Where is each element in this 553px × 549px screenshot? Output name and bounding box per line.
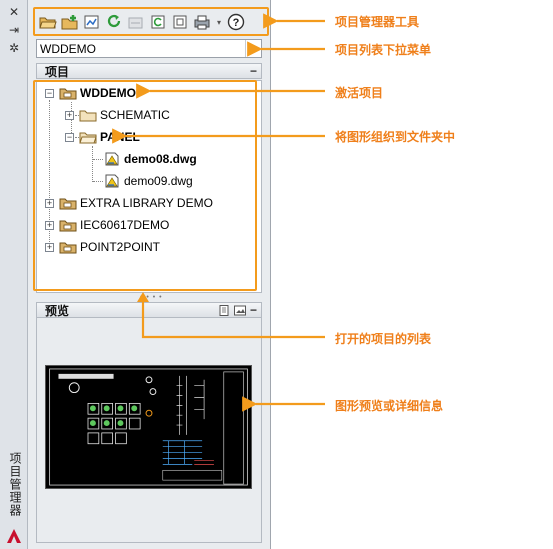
update-button[interactable] — [126, 12, 146, 32]
callout-toolbar: 项目管理器工具 — [335, 15, 420, 29]
open-folder-icon — [39, 17, 57, 29]
project-tree: − WDDEMO + SCHEMATIC − PANEL — [36, 80, 262, 293]
plot-button[interactable] — [192, 12, 212, 32]
tree-item-point2point[interactable]: + POINT2POINT — [45, 238, 160, 256]
tree-connector — [93, 159, 103, 160]
tree-connector — [93, 181, 103, 182]
new-drawing-icon — [84, 15, 99, 29]
project-task-list-button[interactable] — [170, 12, 190, 32]
plot-icon — [194, 15, 210, 30]
callout-preview: 图形预览或详细信息 — [335, 399, 444, 413]
tree-connector — [75, 137, 83, 138]
tree-item-label: WDDEMO — [80, 86, 136, 100]
tree-item-demo09[interactable]: demo09.dwg — [103, 172, 193, 190]
tree-connector — [92, 146, 93, 182]
collapse-projects-button[interactable]: − — [249, 64, 257, 78]
callout-open-projects: 打开的项目的列表 — [335, 332, 432, 346]
refresh-icon — [107, 14, 121, 28]
more-tools-dropdown[interactable]: ▾ — [216, 17, 221, 27]
drawing-file-icon — [105, 152, 119, 166]
preview-section-title: 预览 — [45, 303, 70, 318]
close-icon[interactable]: ✕ — [8, 5, 20, 19]
project-manager-toolbar: ▾ ? — [34, 8, 258, 36]
tree-connector — [49, 100, 50, 248]
preview-pane — [36, 318, 262, 543]
callout-active-project: 激活项目 — [335, 86, 384, 100]
update-disabled-icon — [128, 17, 143, 29]
tree-item-label: POINT2POINT — [80, 240, 161, 254]
new-drawing-button[interactable] — [82, 12, 102, 32]
tree-highlight-frame — [33, 80, 257, 291]
tree-connector — [71, 102, 72, 139]
tag-update-icon — [151, 15, 165, 29]
help-button[interactable]: ? — [226, 12, 246, 32]
help-icon: ? — [227, 13, 245, 31]
svg-text:?: ? — [233, 17, 240, 29]
pane-splitter-handle[interactable]: • • • • — [140, 294, 163, 301]
details-view-icon[interactable] — [219, 304, 230, 316]
project-icon — [59, 88, 77, 100]
drawing-thumbnail[interactable] — [45, 365, 252, 489]
preview-section-header[interactable]: 预览 − — [36, 302, 262, 318]
expand-icon[interactable]: + — [45, 198, 54, 208]
open-project-button[interactable] — [38, 12, 58, 32]
auto-hide-icon[interactable]: ⇥ — [8, 23, 20, 37]
collapse-preview-button[interactable]: − — [249, 303, 257, 317]
tree-item-label: demo08.dwg — [124, 152, 197, 166]
tree-item-label: demo09.dwg — [124, 174, 193, 188]
tree-item-label: EXTRA LIBRARY DEMO — [80, 196, 213, 210]
project-icon — [59, 220, 77, 232]
callout-dropdown: 项目列表下拉菜单 — [335, 43, 432, 57]
refresh-button[interactable] — [104, 12, 124, 32]
project-icon — [59, 198, 77, 210]
new-project-icon — [61, 15, 78, 30]
collapse-icon[interactable]: − — [45, 88, 54, 98]
tree-item-wddemo[interactable]: − WDDEMO — [45, 84, 136, 102]
tree-connector — [75, 115, 83, 116]
properties-icon[interactable]: ✲ — [8, 41, 20, 55]
task-list-icon — [173, 15, 187, 29]
tag-update-button[interactable] — [148, 12, 168, 32]
preview-view-icon[interactable] — [233, 305, 246, 316]
projects-section-title: 项目 — [45, 64, 70, 79]
drawing-file-icon — [105, 174, 119, 188]
tree-item-label: IEC60617DEMO — [80, 218, 170, 232]
project-icon — [59, 242, 77, 254]
tree-item-demo08[interactable]: demo08.dwg — [103, 150, 197, 168]
tree-item-label: SCHEMATIC — [100, 108, 170, 122]
callout-folders: 将图形组织到文件夹中 — [335, 130, 456, 144]
new-project-button[interactable] — [60, 12, 80, 32]
preview-header-controls: − — [219, 303, 257, 317]
open-folder-icon — [79, 132, 97, 144]
tree-item-schematic[interactable]: + SCHEMATIC — [65, 106, 170, 124]
project-list-dropdown[interactable]: WDDEMO ▼ — [36, 39, 262, 58]
collapse-icon[interactable]: − — [65, 132, 74, 142]
expand-icon[interactable]: + — [45, 242, 54, 252]
tree-item-iec60617demo[interactable]: + IEC60617DEMO — [45, 216, 169, 234]
expand-icon[interactable]: + — [45, 220, 54, 230]
tree-item-extra-library-demo[interactable]: + EXTRA LIBRARY DEMO — [45, 194, 213, 212]
folder-icon — [79, 110, 97, 122]
palette-title-strip: ✕ ⇥ ✲ 项目管理器 — [0, 0, 28, 549]
palette-title: 项目管理器 — [8, 452, 22, 517]
expand-icon[interactable]: + — [65, 110, 74, 120]
autocad-logo-icon[interactable] — [6, 528, 22, 544]
projects-section-header[interactable]: 项目 − — [36, 63, 262, 79]
selected-project: WDDEMO — [40, 41, 96, 56]
project-manager-palette: ▾ ? WDDEMO ▼ 项目 − − — [28, 0, 271, 549]
